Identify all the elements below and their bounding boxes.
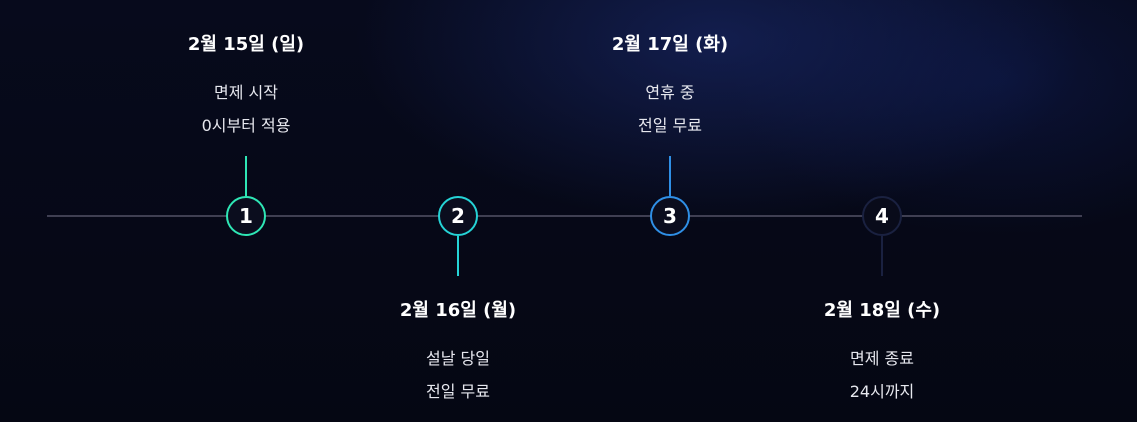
event-2-info: 2월 16일 (월) 설날 당일 전일 무료 [338,300,578,408]
event-3-line2: 전일 무료 [638,116,702,135]
event-3-line1: 연휴 중 [645,83,695,102]
event-4-node: 4 [862,196,902,236]
event-3-node: 3 [650,196,690,236]
event-3-date: 2월 17일 (화) [611,34,729,55]
event-2-date: 2월 16일 (월) [399,300,517,321]
event-4-connector [881,236,883,276]
event-2-line1: 설날 당일 [426,349,490,368]
event-4-line2: 24시까지 [849,382,915,401]
event-3-connector [669,156,671,196]
event-1-number: 1 [239,204,253,228]
event-3-number: 3 [663,204,677,228]
event-4-info: 2월 18일 (수) 면제 종료 24시까지 [762,300,1002,408]
event-2-line2: 전일 무료 [426,382,490,401]
event-1-connector [245,156,247,196]
event-2-node: 2 [438,196,478,236]
event-1-line2: 0시부터 적용 [201,116,291,135]
timeline-track [47,215,1082,217]
event-1-line1: 면제 시작 [214,83,278,102]
event-3-info: 2월 17일 (화) 연휴 중 전일 무료 [550,34,790,142]
event-1-info: 2월 15일 (일) 면제 시작 0시부터 적용 [126,34,366,142]
event-1-date: 2월 15일 (일) [187,34,305,55]
event-2-connector [457,236,459,276]
event-4-line1: 면제 종료 [850,349,914,368]
event-4-date: 2월 18일 (수) [823,300,941,321]
event-4-number: 4 [875,204,889,228]
event-2-number: 2 [451,204,465,228]
event-1-node: 1 [226,196,266,236]
